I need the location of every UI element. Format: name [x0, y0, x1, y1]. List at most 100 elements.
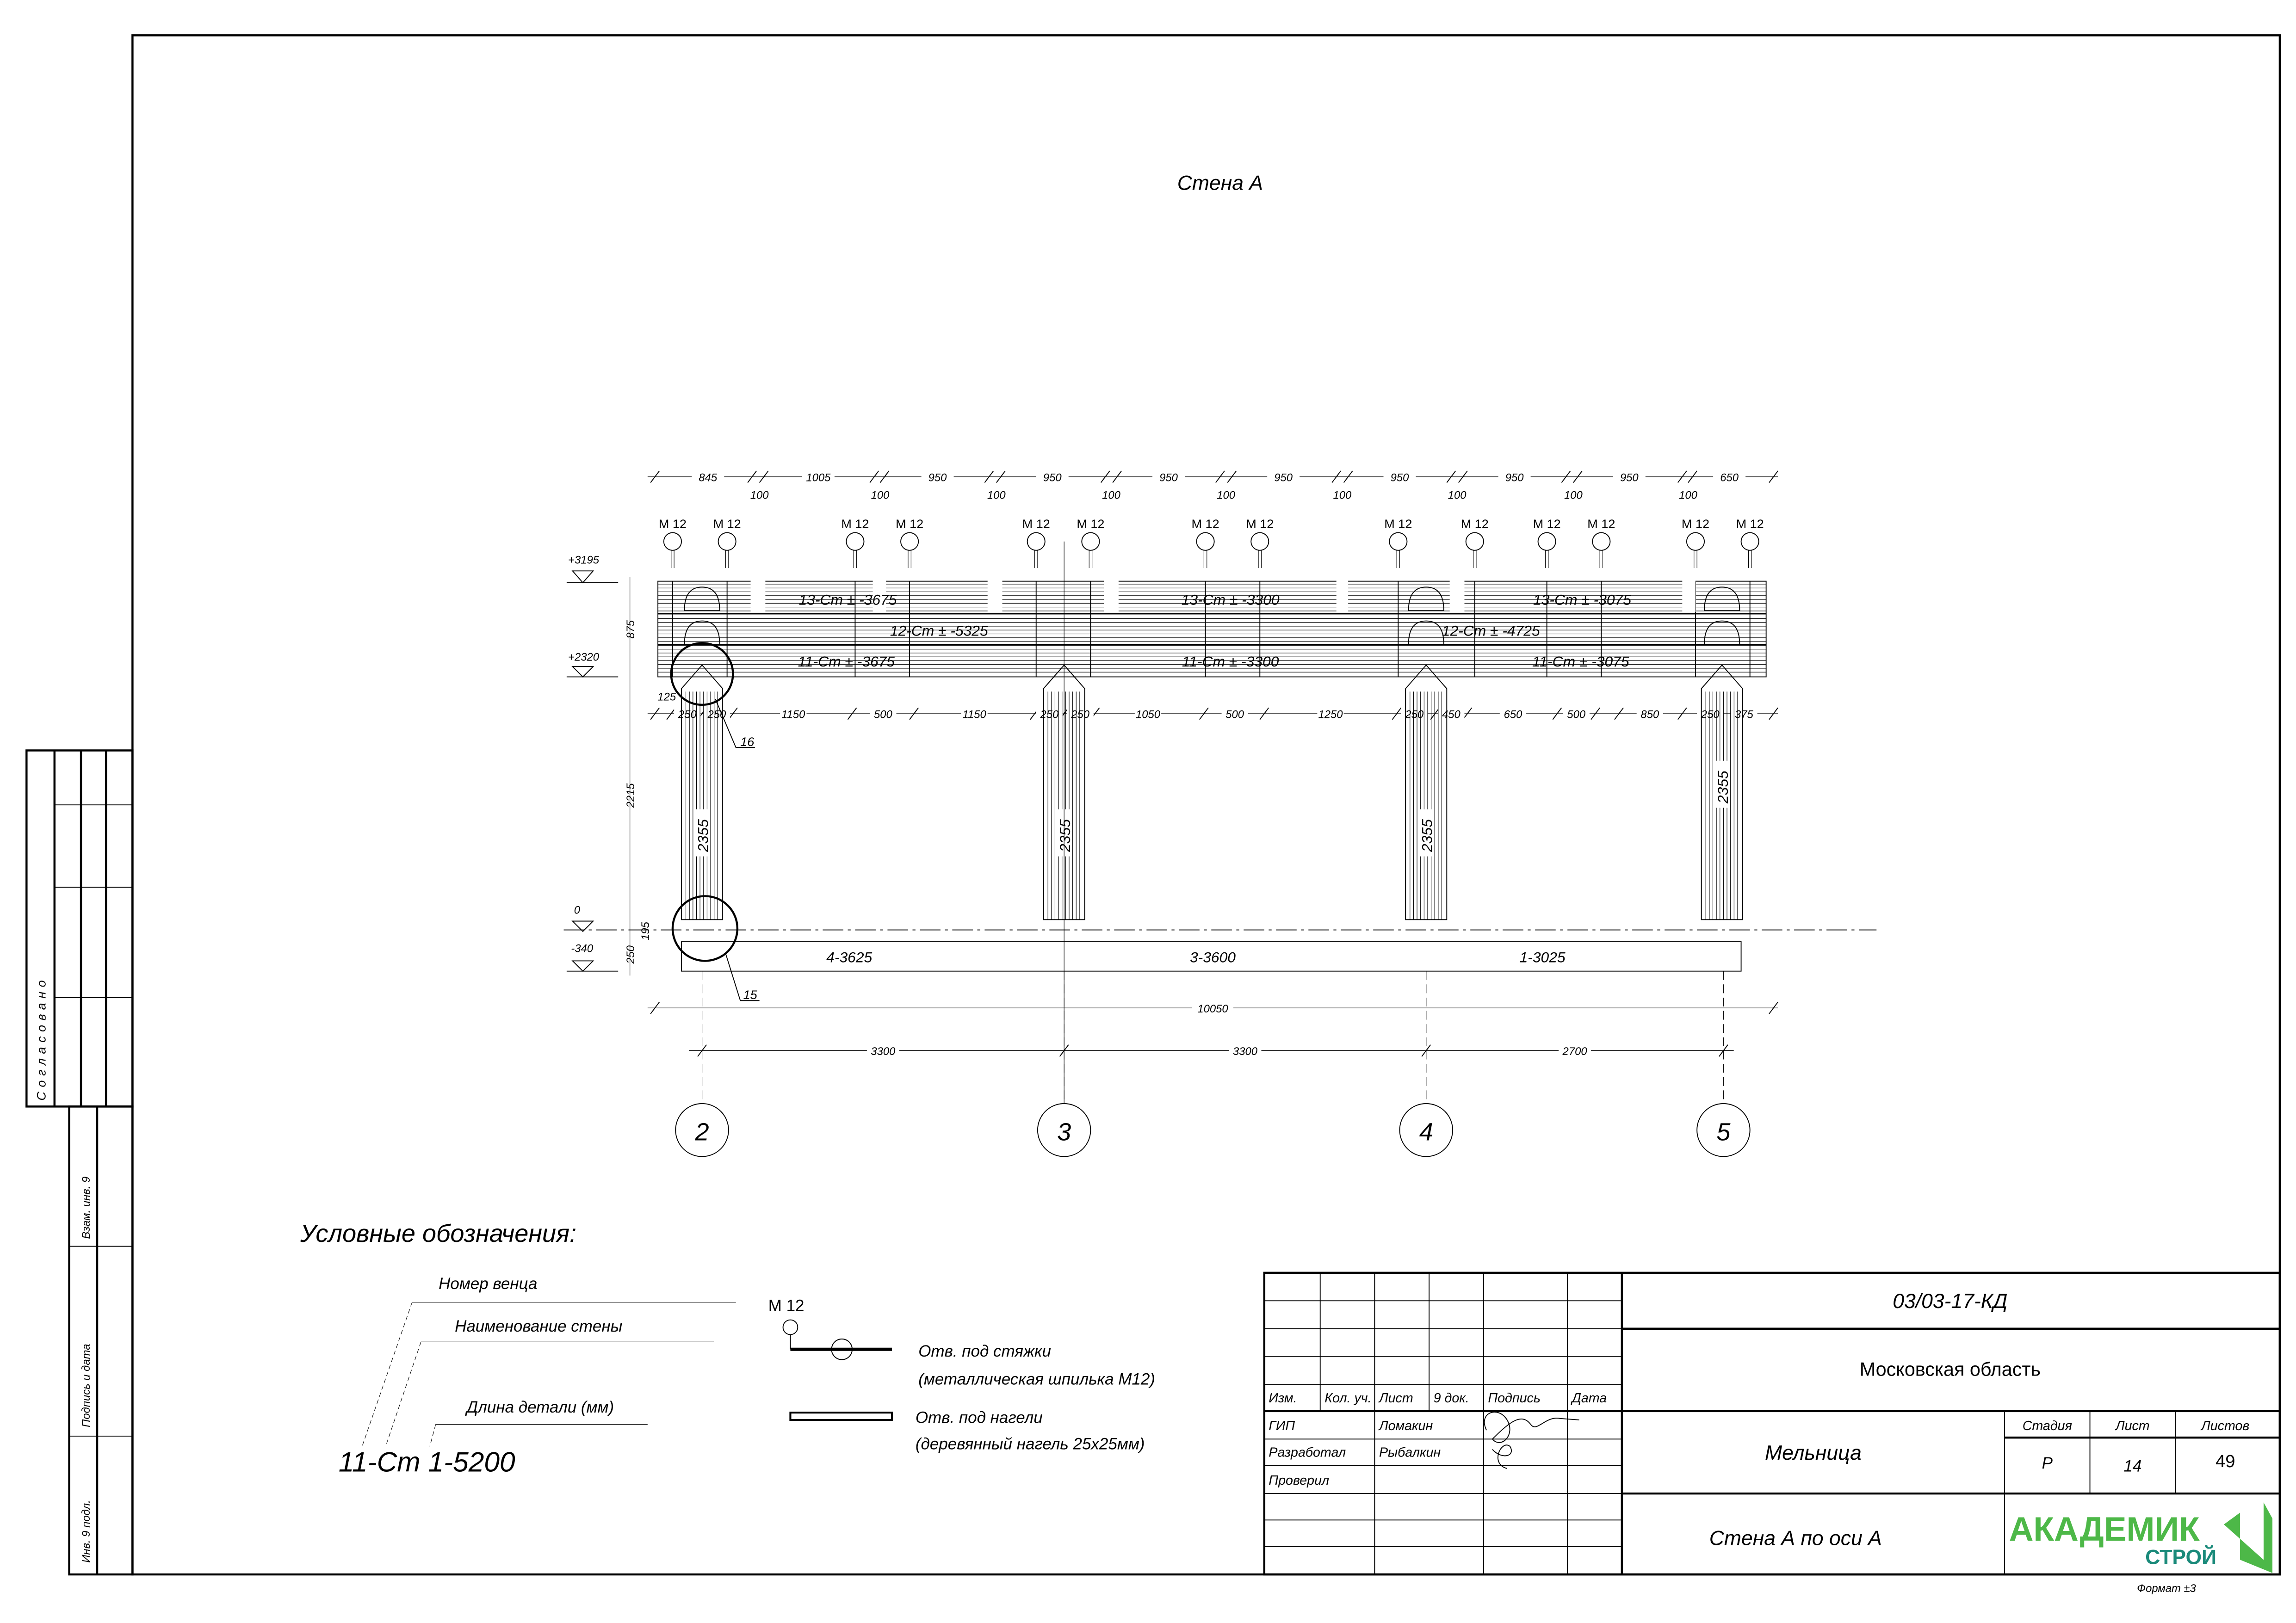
legend-dowel-text2: (деревянный нагель 25x25мм) [916, 1435, 1145, 1453]
axis-label: 4 [1419, 1118, 1433, 1146]
crown-gap [873, 580, 886, 612]
post [1701, 664, 1743, 920]
dimension-tick [1769, 707, 1778, 720]
stamp-agreed: Согласовано [35, 976, 49, 1101]
dimension-label: 250 [707, 708, 726, 721]
dimension-tick [984, 470, 994, 483]
crown-gap [1449, 580, 1465, 612]
dimension-label: 10050 [1197, 1003, 1228, 1015]
crown-label: 11-Ст ± -3300 [1182, 653, 1279, 670]
dimension-label: 125 [657, 691, 676, 703]
axis-label: 3 [1057, 1118, 1071, 1146]
dimension-label: 3300 [871, 1045, 896, 1058]
elevation-bottom: -340 [571, 942, 593, 955]
dimension-tick [869, 470, 879, 483]
dimension-tick [1769, 1001, 1778, 1014]
bolt-label: M 12 [1246, 517, 1274, 531]
dimension-label: 250 [1701, 708, 1720, 721]
dimension-label: 375 [1735, 708, 1754, 721]
label-bg [1221, 706, 1248, 721]
bolt-label: M 12 [1533, 517, 1561, 531]
stamp-inv-orig: Инв. 9 подл. [80, 1500, 93, 1562]
dimension-label: 250 [1040, 708, 1059, 721]
dimension-label: 950 [1391, 471, 1410, 484]
bottom-beam: 4-3625 3-3600 1-3025 [681, 941, 1742, 972]
callout-15: 15 [743, 988, 758, 1002]
dimension-tick [1458, 470, 1468, 483]
vdim-195: 195 [639, 921, 652, 940]
dimension-tick [1112, 470, 1122, 483]
role-cell: Разработал [1269, 1445, 1346, 1460]
dimension-label: 500 [1567, 708, 1586, 721]
bolt-label: M 12 [713, 517, 741, 531]
bolt-label: M 12 [841, 517, 869, 531]
axis-label: 2 [695, 1118, 709, 1146]
dimension-tick [1227, 470, 1237, 483]
dimension-label: 250 [1071, 708, 1090, 721]
label-bg [1713, 469, 1746, 483]
dimension-tick [879, 470, 890, 483]
label-bg [866, 1043, 899, 1058]
object-name: Мельница [1765, 1442, 1862, 1464]
bolt-circle-icon [1027, 532, 1046, 551]
post-length-label: 2355 [1714, 771, 1731, 804]
post [681, 664, 724, 920]
label-bg [1714, 760, 1730, 808]
label-bg [674, 706, 701, 721]
dimension-label: 100 [1679, 489, 1698, 501]
doc-code: 03/03-17-КД [1893, 1290, 2007, 1313]
drawing-title: Стена А [1177, 172, 1263, 194]
label-bg [1317, 706, 1344, 721]
post [1043, 664, 1085, 920]
logo-icon [2224, 1502, 2273, 1573]
dimension-label: 450 [1442, 708, 1461, 721]
post-length-label: 2355 [694, 819, 711, 852]
axis-marker-circle [1037, 1103, 1091, 1157]
logo-text-top: АКАДЕМИК [2009, 1510, 2200, 1548]
dimension-label: 650 [1504, 708, 1523, 721]
dimension-label: 100 [750, 489, 769, 501]
dimension-tick [1343, 470, 1353, 483]
label-bg [780, 706, 807, 721]
beam-label-middle: 3-3600 [1190, 949, 1236, 966]
dimension-tick [1100, 470, 1110, 483]
dimension-label: 100 [1448, 489, 1467, 501]
dimension-label: 1250 [1318, 708, 1343, 721]
crown-label: 13-Ст ± -3300 [1182, 592, 1280, 608]
dowel-symbol-icon [789, 1412, 893, 1421]
bolt-label: M 12 [1682, 517, 1709, 531]
legend-bolt-label: M 12 [768, 1297, 805, 1315]
sheet-frame [131, 34, 2281, 1576]
dimension-tick [996, 470, 1006, 483]
format-label: Формат ±3 [2137, 1582, 2196, 1595]
dimension-tick [759, 470, 769, 483]
label-bg [1036, 469, 1069, 483]
dimension-tick [1199, 707, 1209, 720]
dimension-label: 250 [1405, 708, 1424, 721]
dimension-label: 1150 [781, 708, 805, 721]
post-length-label: 2355 [1057, 819, 1073, 852]
crown-gap [1682, 580, 1696, 612]
dimension-label: 1150 [962, 708, 986, 721]
dimension-label: 250 [678, 708, 697, 721]
dimension-tick [650, 707, 660, 720]
beam-label-left: 4-3625 [826, 949, 872, 966]
sheet-label: Лист [2115, 1419, 2150, 1433]
bolt-circle-icon [1389, 532, 1408, 551]
sheets-value: 49 [2216, 1451, 2235, 1471]
dimension-tick [650, 470, 660, 483]
bolt-label: M 12 [659, 517, 687, 531]
beam-label-right: 1-3025 [1520, 949, 1566, 966]
label-bg [1152, 469, 1185, 483]
dimension-tick [1331, 470, 1342, 483]
dimension-label: 3300 [1233, 1045, 1258, 1058]
dimension-tick [1688, 470, 1697, 483]
dimension-label: 2700 [1562, 1045, 1588, 1058]
bolt-circle-icon [1250, 532, 1269, 551]
label-bg [1267, 469, 1300, 483]
dimension-label: 100 [1564, 489, 1583, 501]
label-bg [961, 706, 988, 721]
